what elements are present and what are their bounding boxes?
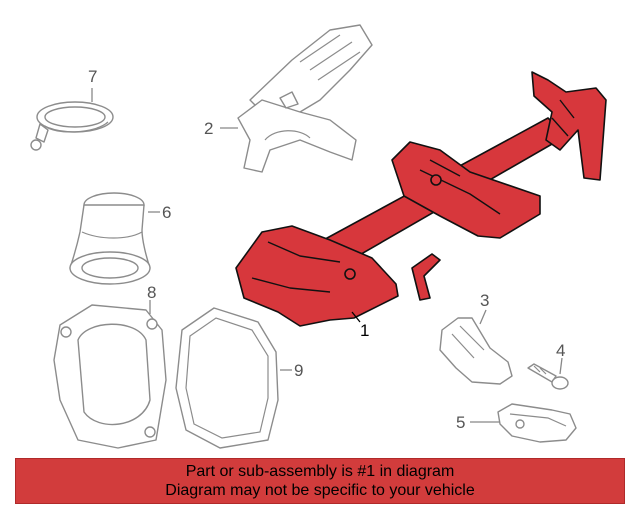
callout-3: 3 xyxy=(480,291,489,310)
part-9-gasket[interactable] xyxy=(175,307,279,449)
callout-4: 4 xyxy=(556,341,565,360)
part-8-cover-plate[interactable] xyxy=(53,304,167,449)
callout-6: 6 xyxy=(162,203,171,222)
callout-7: 7 xyxy=(88,67,97,86)
banner-line-1: Part or sub-assembly is #1 in diagram xyxy=(185,463,455,480)
callout-8: 8 xyxy=(147,283,156,302)
part-4-bolt[interactable] xyxy=(527,363,569,390)
part-7-clamp[interactable] xyxy=(30,101,114,151)
callout-1: 1 xyxy=(360,321,369,340)
part-1-steering-column[interactable] xyxy=(235,71,607,327)
callout-9: 9 xyxy=(294,361,303,380)
banner-line-2: Diagram may not be specific to your vehi… xyxy=(165,482,475,499)
notice-banner: Part or sub-assembly is #1 in diagram Di… xyxy=(15,458,625,504)
callout-leaders xyxy=(91,88,563,423)
part-6-boot[interactable] xyxy=(69,192,151,285)
callout-2: 2 xyxy=(204,119,213,138)
parts-diagram: 7 2 6 8 9 3 4 5 1 xyxy=(30,24,607,449)
part-3-bracket[interactable] xyxy=(439,317,513,385)
callout-5: 5 xyxy=(456,413,465,432)
part-5-lower-bracket[interactable] xyxy=(497,403,577,443)
part-2-upper-bracket[interactable] xyxy=(237,24,373,173)
